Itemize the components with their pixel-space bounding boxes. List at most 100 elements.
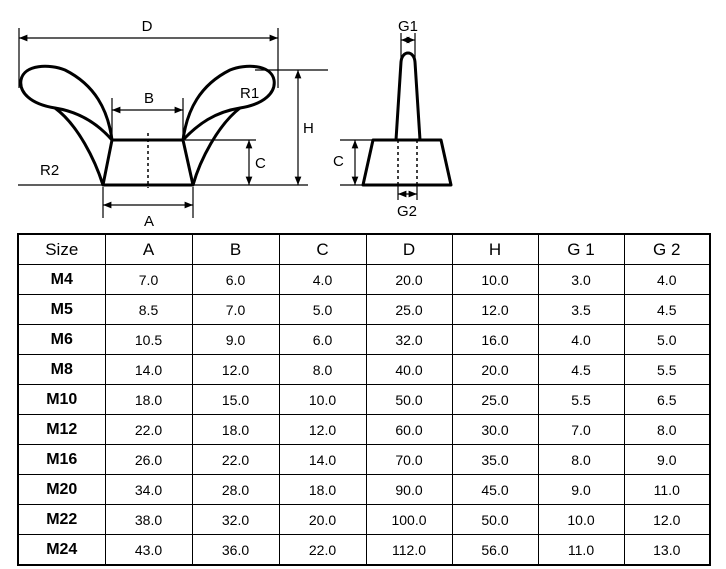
header-d: D [365,233,453,265]
cell-d: 40.0 [365,354,453,385]
dimension-H [193,69,328,186]
header-g1: G 1 [537,233,625,265]
label-B: B [144,90,154,107]
cell-b: 32.0 [191,504,280,535]
cell-b: 36.0 [191,534,280,566]
cell-a: 34.0 [104,474,193,505]
cell-d: 70.0 [365,444,453,475]
cell-size: M20 [17,474,106,505]
left-wing-lower [54,106,105,186]
right-wing [181,64,276,142]
cell-g1: 4.5 [537,354,625,385]
cell-h: 30.0 [451,414,539,445]
cell-size: M5 [17,294,106,325]
side-wing-outline [394,51,422,141]
right-wing-lower [191,106,241,186]
cell-c: 10.0 [278,384,367,415]
cell-size: M10 [17,384,106,415]
cell-g2: 8.0 [623,414,711,445]
cell-a: 26.0 [104,444,193,475]
cell-d: 60.0 [365,414,453,445]
cell-g1: 11.0 [537,534,625,566]
cell-d: 25.0 [365,294,453,325]
label-R2: R2 [40,162,59,179]
cell-size: M6 [17,324,106,355]
cell-c: 20.0 [278,504,367,535]
cell-g2: 9.0 [623,444,711,475]
cell-a: 14.0 [104,354,193,385]
cell-h: 35.0 [451,444,539,475]
cell-d: 20.0 [365,264,453,295]
cell-c: 4.0 [278,264,367,295]
left-wing [19,64,114,141]
header-h: H [451,233,539,265]
label-D: D [142,18,153,35]
cell-g2: 6.5 [623,384,711,415]
cell-c: 6.0 [278,324,367,355]
cell-a: 10.5 [104,324,193,355]
cell-g2: 11.0 [623,474,711,505]
front-view [18,64,276,188]
cell-g2: 5.5 [623,354,711,385]
header-size: Size [17,233,106,265]
cell-h: 25.0 [451,384,539,415]
label-H: H [303,120,314,137]
label-G2: G2 [397,203,417,220]
dimension-A [102,187,194,218]
wing-nut-dimension-drawing: D B R1 R2 H C A G1 [18,18,453,230]
cell-a: 22.0 [104,414,193,445]
cell-g2: 5.0 [623,324,711,355]
header-b: B [191,233,280,265]
cell-h: 10.0 [451,264,539,295]
cell-c: 5.0 [278,294,367,325]
cell-b: 28.0 [191,474,280,505]
side-view [340,51,453,187]
cell-g1: 8.0 [537,444,625,475]
dimension-G2 [397,185,418,200]
cell-a: 43.0 [104,534,193,566]
cell-c: 14.0 [278,444,367,475]
label-A: A [144,213,154,230]
cell-a: 7.0 [104,264,193,295]
cell-h: 50.0 [451,504,539,535]
cell-d: 112.0 [365,534,453,566]
cell-g1: 10.0 [537,504,625,535]
header-g2: G 2 [623,233,711,265]
cell-c: 18.0 [278,474,367,505]
cell-b: 18.0 [191,414,280,445]
side-body-outline [361,138,453,187]
cell-g1: 3.5 [537,294,625,325]
cell-g2: 12.0 [623,504,711,535]
cell-d: 100.0 [365,504,453,535]
cell-size: M12 [17,414,106,445]
header-c: C [278,233,367,265]
cell-b: 22.0 [191,444,280,475]
cell-d: 32.0 [365,324,453,355]
cell-size: M16 [17,444,106,475]
cell-a: 8.5 [104,294,193,325]
cell-c: 8.0 [278,354,367,385]
cell-size: M22 [17,504,106,535]
cell-b: 15.0 [191,384,280,415]
label-R1: R1 [240,85,259,102]
cell-h: 20.0 [451,354,539,385]
cell-g1: 9.0 [537,474,625,505]
cell-g1: 7.0 [537,414,625,445]
cell-g1: 3.0 [537,264,625,295]
cell-h: 12.0 [451,294,539,325]
cell-g1: 5.5 [537,384,625,415]
cell-g2: 4.5 [623,294,711,325]
cell-g1: 4.0 [537,324,625,355]
label-C-side: C [333,153,344,170]
